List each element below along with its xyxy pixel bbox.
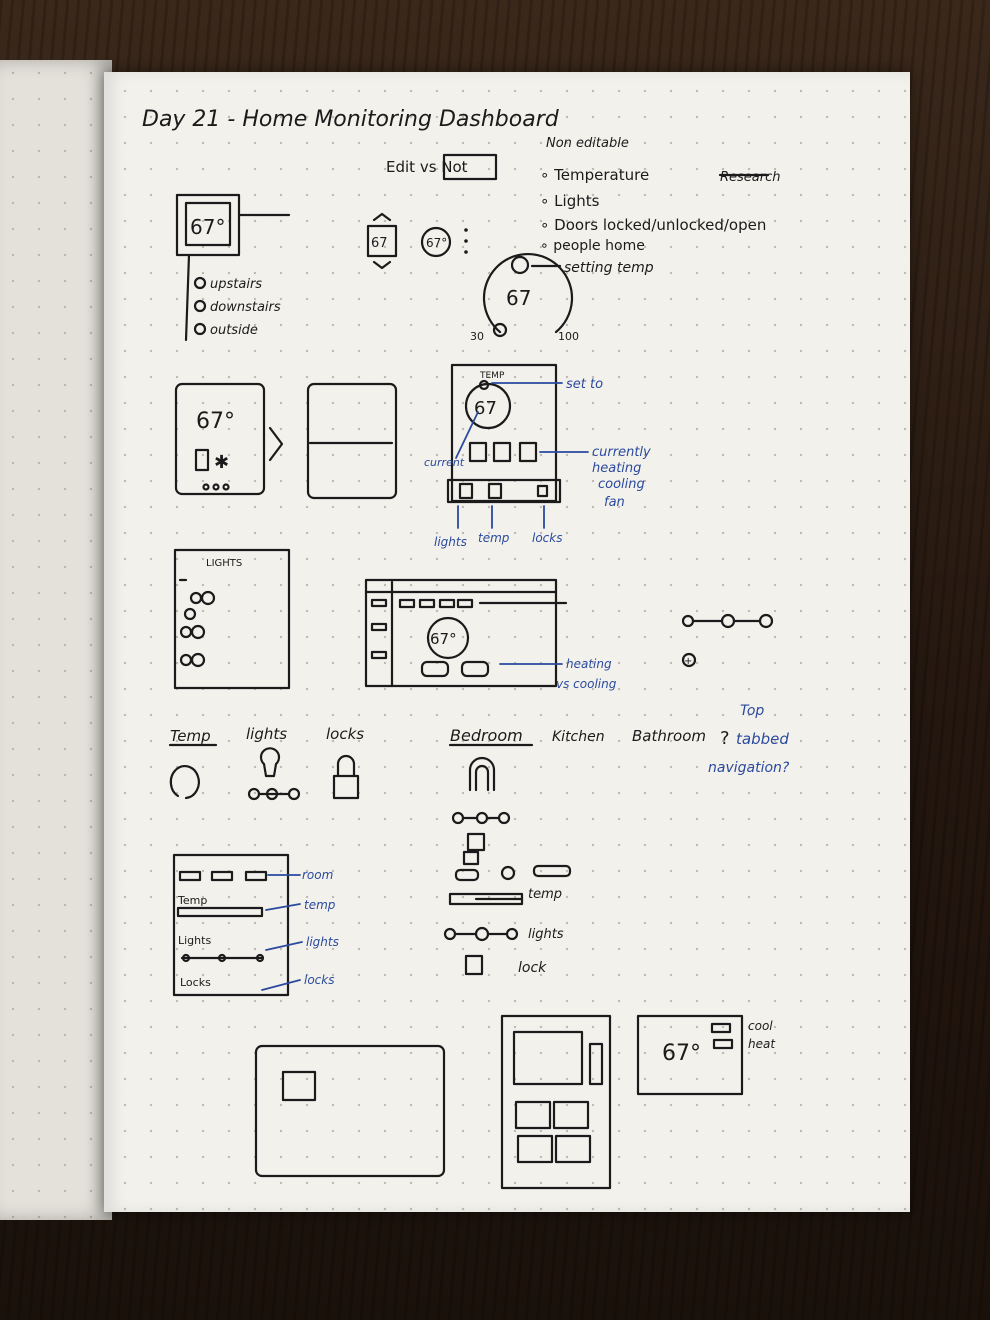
annotation-room: room: [302, 868, 333, 882]
bedroom-temp-icon: [468, 756, 496, 792]
mobile-bottom-nav: [446, 478, 562, 504]
label-cool: cool: [748, 1019, 773, 1033]
svg-text:67°: 67°: [662, 1041, 701, 1066]
noneditable-item-lights: ∘ Lights: [540, 192, 600, 210]
desktop-screen-sketch: [364, 578, 558, 688]
annotation-locks: locks: [304, 973, 334, 987]
svg-text:Lights: Lights: [178, 934, 211, 947]
room-tab-question: ?: [720, 728, 730, 749]
label-heat: heat: [748, 1037, 776, 1051]
setting-temp-label: setting temp: [564, 260, 654, 276]
edit-vs-not-label: Edit vs Not: [386, 158, 468, 176]
svg-text:lock: lock: [518, 960, 547, 976]
svg-text:67°: 67°: [426, 236, 447, 250]
annotation-nav-locks: locks: [532, 531, 562, 545]
svg-text:Temp: Temp: [177, 894, 207, 907]
noneditable-item-doors: ∘ Doors locked/unlocked/open: [540, 216, 766, 234]
mobile-temp-heading: TEMP: [479, 371, 505, 381]
left-notebook-page: [0, 60, 112, 1220]
page-title: Day 21 - Home Monitoring Dashboard: [142, 107, 560, 132]
thermostat-1-temp: 67°: [190, 215, 225, 239]
noneditable-heading: Non editable: [546, 136, 629, 151]
category-lights: lights: [246, 725, 287, 743]
annotation-nav-temp: temp: [478, 531, 510, 545]
panel-sketch: [172, 853, 290, 997]
category-temp: Temp: [170, 727, 211, 745]
notebook-page: [104, 72, 910, 1212]
svg-text:temp: temp: [528, 887, 562, 902]
top-nav-note-2: navigation?: [708, 760, 790, 776]
temp-icon: [169, 764, 200, 800]
annotation-heating: heating: [566, 657, 612, 671]
lights-heading: LIGHTS: [206, 558, 242, 569]
lights-screen-sketch: [173, 548, 291, 690]
lock-icon: [332, 774, 360, 800]
svg-text:+: +: [684, 656, 692, 667]
thermostat-widget-sketch: [636, 1014, 744, 1096]
svg-text:67: 67: [371, 236, 388, 251]
noneditable-item-temperature: ∘ Temperature: [540, 166, 649, 184]
annotation-mode-2: cooling: [598, 477, 645, 492]
room-tab-kitchen: Kitchen: [552, 729, 605, 745]
floor-downstairs: downstairs: [210, 300, 281, 315]
noneditable-item-people: ∘ people home: [540, 238, 645, 254]
snowflake-icon: ✱: [214, 452, 229, 473]
thermostat-variant-round: [420, 226, 452, 258]
floor-list-line: [184, 253, 191, 342]
svg-text:67°: 67°: [196, 409, 235, 434]
svg-text:lights: lights: [528, 927, 564, 942]
dial-value: 67: [506, 286, 531, 310]
room-tab-bathroom: Bathroom: [632, 727, 706, 745]
light-bulb-icon: [259, 747, 281, 778]
category-locks: locks: [326, 725, 364, 743]
annotation-set-to: set to: [566, 377, 603, 392]
svg-text:Locks: Locks: [180, 976, 211, 989]
tablet-sketch-2: [306, 382, 398, 500]
dial-knob: [510, 255, 530, 275]
desktop-temp-dial: [426, 616, 470, 660]
not-box: [442, 153, 498, 181]
tablet-sketch-1: [174, 382, 266, 496]
add-icon: [681, 652, 697, 668]
annotation-current: current: [424, 456, 465, 469]
annotation-temp: temp: [304, 898, 336, 912]
tablet-landscape-sketch: [254, 1044, 446, 1178]
floor-upstairs: upstairs: [210, 277, 262, 292]
thermostat-variant-square: [366, 224, 398, 258]
temp-dial-sketch: [482, 252, 574, 334]
thermostat-sketch-1: [175, 193, 241, 257]
nav-locks-icon: [536, 484, 549, 498]
bedroom-lock-icon: [464, 954, 484, 976]
chevron-right-icon: [268, 426, 284, 462]
dial-min: 30: [470, 330, 484, 343]
research-label: Research: [720, 170, 781, 185]
nav-temp-icon: [487, 482, 503, 500]
annotation-nav-lights: lights: [434, 535, 467, 549]
annotation-vs-cooling: vs cooling: [556, 677, 617, 691]
room-tab-bedroom: Bedroom: [450, 726, 523, 745]
tablet-portrait-sketch: [500, 1014, 612, 1190]
annotation-mode-3: fan: [604, 495, 625, 510]
svg-text:67°: 67°: [430, 630, 457, 648]
annotation-mode-1: heating: [592, 461, 641, 476]
svg-text:67: 67: [474, 398, 497, 419]
dial-max: 100: [558, 330, 579, 343]
annotation-lights: lights: [306, 935, 339, 949]
nav-lights-icon: [458, 482, 474, 500]
floor-outside: outside: [210, 323, 258, 338]
top-nav-note-0: Top: [740, 703, 764, 719]
annotation-mode-0: currently: [592, 445, 651, 460]
top-nav-note-1: tabbed: [736, 730, 789, 748]
